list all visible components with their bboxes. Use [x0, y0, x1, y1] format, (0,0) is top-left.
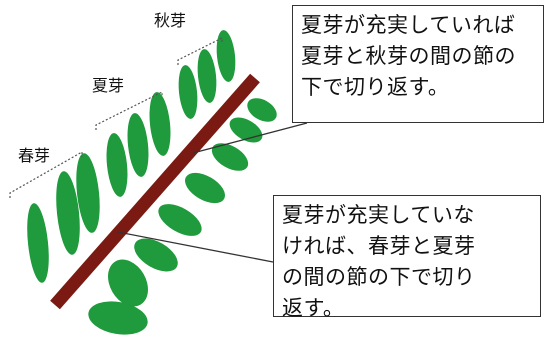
stem [50, 73, 260, 310]
leaf [88, 301, 148, 335]
leaf [134, 238, 178, 272]
leaf [127, 113, 149, 177]
leaf [197, 49, 217, 103]
lower-leaves [88, 98, 277, 335]
leaf [247, 98, 277, 122]
upper-leaves [27, 30, 236, 283]
autumn-bud-label: 秋芽 [154, 11, 186, 30]
leaf [56, 171, 80, 255]
leaf [106, 133, 128, 197]
leader-line-top [192, 122, 308, 154]
bud-brackets [9, 37, 223, 198]
summer-bud-bracket [95, 91, 163, 130]
leaf [108, 259, 148, 307]
leaf [76, 153, 100, 233]
leaf [149, 92, 171, 156]
callout-top: 夏芽が充実していれば 夏芽と秋芽の間の節の 下で切り返す。 [292, 5, 544, 123]
leaf [185, 172, 225, 204]
callout-bottom: 夏芽が充実していな ければ、春芽と夏芽 の間の節の下で切り 返す。 [273, 195, 541, 320]
summer-bud-label: 夏芽 [92, 76, 124, 95]
leaf [211, 143, 249, 171]
spring-bud-label: 春芽 [18, 146, 50, 165]
leaf [158, 204, 202, 236]
leaf [27, 203, 49, 283]
leaf [178, 65, 198, 119]
autumn-bud-bracket [177, 37, 223, 65]
leader-line-bottom [117, 231, 274, 263]
leaf [216, 30, 236, 82]
